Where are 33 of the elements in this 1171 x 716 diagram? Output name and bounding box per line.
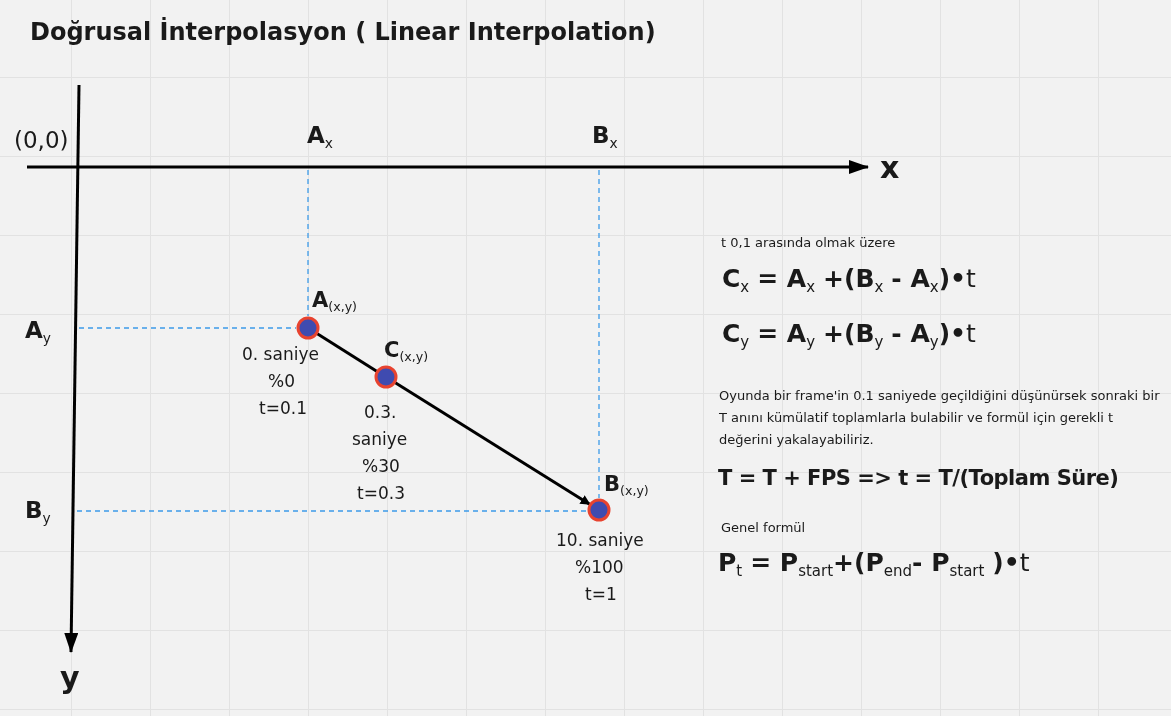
axis-tick-label: B$_{y}$ <box>25 497 51 526</box>
point-label: A$_{(x,y)}$ <box>312 288 357 315</box>
title: Doğrusal İnterpolasyon ( Linear Interpolation) <box>30 18 656 46</box>
axis-tick-label: A$_{x}$ <box>307 122 333 151</box>
time-note: t=0.3 <box>357 483 405 503</box>
time-note: %100 <box>575 557 624 577</box>
time-note: t=1 <box>585 584 617 604</box>
note-text: Genel formül <box>721 520 806 535</box>
connector-line <box>316 332 378 373</box>
point-marker <box>587 498 611 522</box>
formula: T = T + FPS => t = T/(Toplam Süre) <box>718 466 1119 490</box>
axis-tick-label: B$_{x}$ <box>592 122 618 151</box>
origin-label: (0,0) <box>14 127 69 153</box>
time-note: 0. saniye <box>242 344 319 364</box>
axis-tick-label: A$_{y}$ <box>25 317 51 346</box>
time-note: 10. saniye <box>556 530 644 550</box>
time-note: %0 <box>268 371 295 391</box>
time-note: 0.3. <box>364 402 397 422</box>
point-label: C$_{(x,y)}$ <box>384 338 429 365</box>
arrow <box>394 381 591 506</box>
formula: P$_{t}$ = P$_{start}$+(P$_{end}$- P$_{start}$ )•t <box>718 548 1030 581</box>
point-marker <box>296 316 320 340</box>
formula: C$_{y}$ = A$_{y}$ +(B$_{y}$ - A$_{y}$)•t <box>722 319 976 352</box>
note-text: t 0,1 arasında olmak üzere <box>721 235 896 250</box>
point-marker <box>374 365 398 389</box>
axis-label: y <box>60 660 80 695</box>
time-note: t=0.1 <box>259 398 307 418</box>
time-note: %30 <box>362 456 400 476</box>
note-text: Oyunda bir frame'in 0.1 saniyede geçildiğini düşünürsek sonraki bir T anını kümülatif toplamlarla bulabilir ve formül için gerekli t değerini yakalayabiliriz. <box>719 387 1161 449</box>
formula: C$_{x}$ = A$_{x}$ +(B$_{x}$ - A$_{x}$)•t <box>722 264 976 297</box>
axis-label: x <box>880 150 900 185</box>
time-note: saniye <box>352 429 408 449</box>
point-label: B$_{(x,y)}$ <box>604 472 649 499</box>
